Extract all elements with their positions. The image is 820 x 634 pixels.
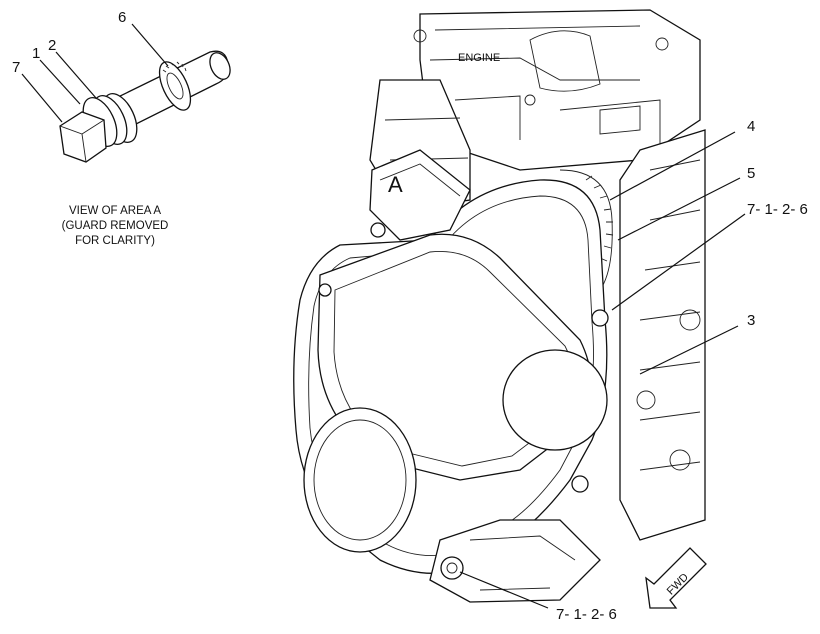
callout-4: 4 (747, 118, 755, 135)
leader-line-6 (131, 23, 169, 67)
leader-line-7 (21, 73, 63, 123)
callout-6: 6 (118, 9, 126, 26)
callout-1: 1 (32, 45, 40, 62)
leader-line-7126-top (611, 213, 746, 311)
fwd-arrow-icon: FWD (645, 547, 707, 609)
caption-line-2: (GUARD REMOVED (62, 220, 169, 232)
callout-7126-bottom: 7- 1- 2- 6 (556, 606, 617, 623)
callout-7: 7 (12, 59, 20, 76)
callout-7126-top: 7- 1- 2- 6 (747, 201, 808, 218)
caption-line-1: VIEW OF AREA A (69, 205, 161, 217)
caption-line-3: FOR CLARITY) (75, 235, 155, 247)
leader-line-4 (609, 131, 736, 201)
callout-5: 5 (747, 165, 755, 182)
leader-line-7126-bottom (459, 571, 549, 609)
area-a-label: A (388, 172, 403, 197)
leader-line-1 (39, 59, 81, 105)
leader-line-5 (617, 177, 741, 241)
callout-2: 2 (48, 37, 56, 54)
leader-line-3 (639, 325, 739, 375)
engine-illustration: A (293, 9, 706, 603)
bolt-assembly-detail (59, 50, 231, 163)
callout-3: 3 (747, 312, 755, 329)
leader-line-2 (55, 51, 97, 99)
engine-label: ENGINE (458, 52, 500, 64)
